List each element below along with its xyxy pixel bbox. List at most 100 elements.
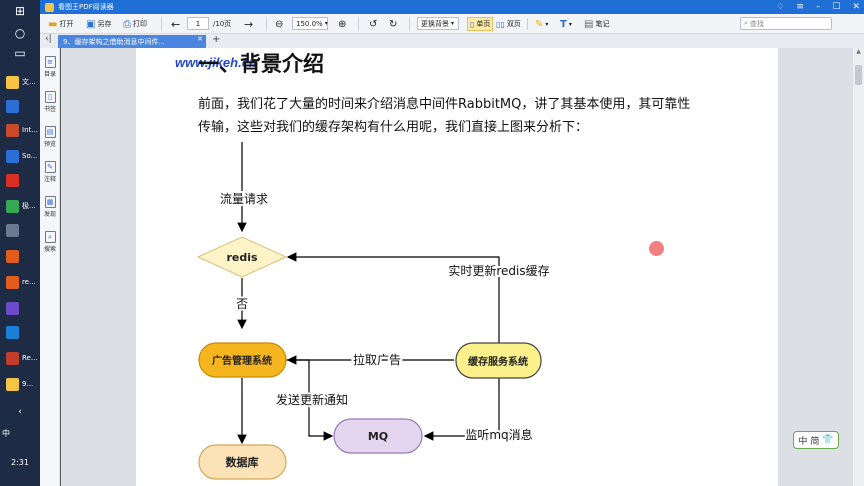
notes-button[interactable]: ▤笔记 [584, 18, 610, 30]
save-icon: ▣ [86, 18, 96, 30]
taskbar-app-label: 9... [22, 380, 34, 388]
settings-icon[interactable]: ≡ [796, 2, 804, 12]
app-icon [6, 249, 19, 263]
chevron-down-icon: ▾ [324, 20, 328, 27]
open-button[interactable]: ▬打开 [48, 18, 74, 30]
cortana-icon[interactable]: ○ [14, 26, 26, 40]
app-logo-icon [45, 2, 54, 12]
taskbar-app-4[interactable] [0, 168, 40, 192]
rotate-right-button[interactable]: ↻ [389, 17, 397, 31]
taskbar-app-5[interactable]: 极... [0, 194, 40, 218]
rotate-left-button[interactable]: ↺ [369, 17, 377, 31]
shirt-icon: 👕 [822, 435, 834, 445]
cache-service-node [455, 342, 542, 379]
highlight-button[interactable]: ✎▾ [535, 17, 548, 31]
zoom-select[interactable]: 150.0%▾ [292, 17, 328, 30]
page-total: /10页 [213, 20, 232, 28]
taskbar-app-6[interactable] [0, 218, 40, 242]
taskbar-app-label: Re... [22, 354, 38, 362]
zoom-in-icon: ⊕ [338, 18, 347, 30]
maximize-icon[interactable]: ☐ [832, 2, 841, 12]
page-number-input[interactable]: 1 [187, 17, 209, 30]
taskbar-app-9[interactable] [0, 296, 40, 320]
print-button[interactable]: ⎙打印 [123, 18, 147, 30]
double-page-icon: ▯▯ [496, 19, 505, 29]
new-tab-icon[interactable]: + [212, 34, 221, 45]
app-icon [6, 199, 19, 213]
mq-node-label: MQ [368, 430, 388, 443]
architecture-diagram: redis 广告管理系统 缓存服务系统 MQ 数据库 流量请求 否 实时更新re… [196, 142, 552, 480]
app-icon [6, 325, 19, 339]
pdf-page: www.jikeh.cn 一、背景介绍 前面，我们花了大量的时间来介绍消息中间件… [136, 48, 778, 486]
minimize-icon[interactable]: – [815, 2, 821, 12]
search-input[interactable]: ⌕查找 [740, 17, 832, 30]
sidebar-item-label: 目录 [43, 71, 56, 78]
mq-node [333, 418, 423, 454]
app-icon [6, 123, 19, 137]
sidebar-item-2[interactable]: ▤预览 [40, 126, 60, 148]
text-tool-button[interactable]: T▾ [560, 17, 572, 31]
label-traffic: 流量请求 [220, 192, 268, 206]
ad-system-node [198, 342, 287, 378]
document-tab[interactable]: 9、缓存架构之借助消息中间件... ✕ [58, 35, 206, 48]
taskbar-app-0[interactable]: 文... [0, 70, 40, 94]
double-page-button[interactable]: ▯▯双页 [496, 19, 521, 29]
taskbar-app-8[interactable]: re... [0, 270, 40, 294]
taskbar-app-label: 文... [22, 78, 36, 86]
database-node [198, 444, 287, 480]
app-title: 看图王PDF阅读器 [58, 3, 114, 11]
edge-ad-mq [286, 359, 334, 441]
collapse-tabs-icon[interactable]: ‹| [45, 34, 52, 44]
watermark: www.jikeh.cn [175, 55, 257, 70]
clock[interactable]: 2:31 [11, 458, 29, 467]
windows-start-icon[interactable]: ⊞ [14, 4, 26, 18]
ad-system-node-label: 广告管理系统 [212, 354, 272, 367]
label-no: 否 [236, 297, 248, 311]
side-panel: ≡目录 ▯书签 ▤预览 ✎注释 ▦发现 ⌕搜索 [40, 48, 60, 486]
title-bar: 看图王PDF阅读器 ♢ ≡ – ☐ ✕ [40, 0, 864, 14]
scroll-up-icon[interactable]: ▲ [856, 48, 861, 55]
next-page-button[interactable]: → [244, 17, 253, 31]
cursor-highlight [649, 241, 664, 256]
label-notify: 发送更新通知 [276, 392, 348, 407]
text-tool-icon: T [560, 18, 567, 30]
taskbar-app-12[interactable]: 9... [0, 372, 40, 396]
zoom-in-button[interactable]: ⊕ [338, 17, 346, 31]
sidebar-item-3[interactable]: ✎注释 [40, 161, 60, 183]
taskbar-app-7[interactable] [0, 244, 40, 268]
sidebar-item-1[interactable]: ▯书签 [40, 91, 60, 113]
document-viewport[interactable]: www.jikeh.cn 一、背景介绍 前面，我们花了大量的时间来介绍消息中间件… [61, 48, 853, 486]
tray-chevron-icon[interactable]: ‹ [18, 407, 22, 417]
app-icon [6, 173, 19, 187]
skin-icon[interactable]: ♢ [776, 2, 785, 12]
taskbar-app-11[interactable]: Re... [0, 346, 40, 370]
taskbar-app-10[interactable] [0, 320, 40, 344]
background-select[interactable]: 更换背景▾ [417, 17, 459, 30]
taskbar-app-label: Int... [22, 126, 38, 134]
sidebar-item-0[interactable]: ≡目录 [40, 56, 60, 78]
search-icon: ⌕ [44, 231, 56, 243]
close-icon[interactable]: ✕ [852, 2, 860, 12]
vertical-scrollbar[interactable]: ▲ [853, 48, 864, 486]
scrollbar-thumb[interactable] [855, 65, 862, 85]
save-as-button[interactable]: ▣另存 [86, 18, 112, 30]
redis-node [196, 236, 288, 278]
sidebar-item-4[interactable]: ▦发现 [40, 196, 60, 218]
tab-close-icon[interactable]: ✕ [197, 35, 203, 43]
app-icon [6, 275, 19, 289]
task-view-icon[interactable]: ▭ [14, 46, 26, 60]
zoom-out-button[interactable]: ⊖ [275, 17, 283, 31]
taskbar-app-1[interactable] [0, 94, 40, 118]
prev-page-button[interactable]: ← [171, 17, 180, 31]
input-language-indicator[interactable]: 中 [2, 429, 10, 438]
app-icon [6, 377, 19, 391]
bookmark-icon: ▯ [44, 91, 56, 103]
sidebar-item-5[interactable]: ⌕搜索 [40, 231, 60, 253]
taskbar-app-2[interactable]: Int... [0, 118, 40, 142]
edge-cache-redis [286, 252, 500, 343]
ime-badge[interactable]: 中 简 👕 [793, 431, 839, 449]
single-page-button[interactable]: ▯单页 [467, 17, 494, 31]
taskbar-app-3[interactable]: So... [0, 144, 40, 168]
edge-cache-mq [423, 378, 500, 441]
sidebar-item-label: 发现 [43, 211, 56, 218]
